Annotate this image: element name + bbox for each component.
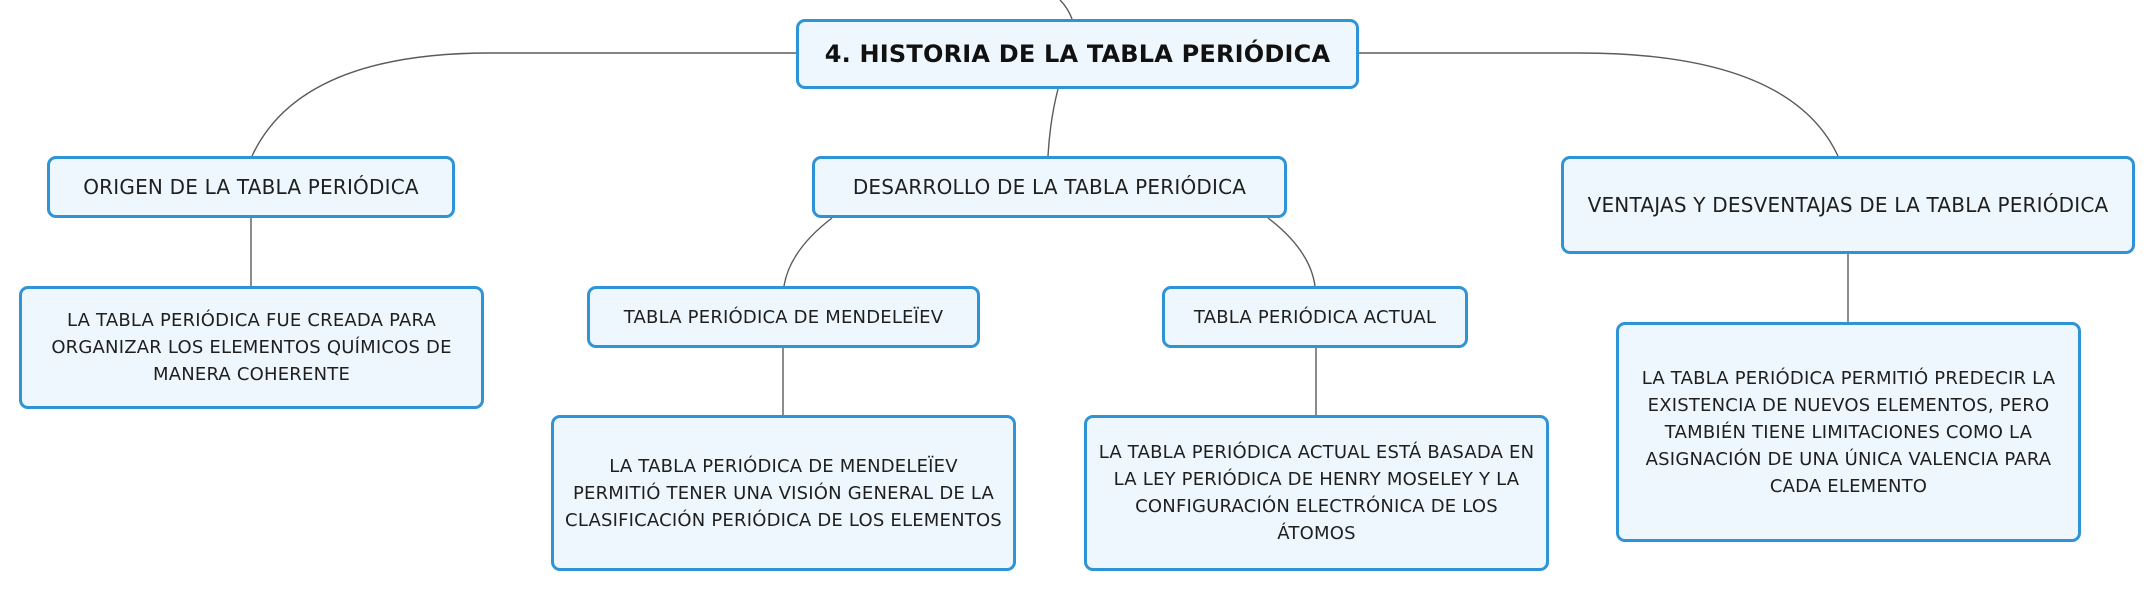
detail-mendeleiev-node[interactable]: LA TABLA PERIÓDICA DE MENDELEÏEV PERMITI…	[551, 415, 1016, 571]
root-topic-node[interactable]: 4. HISTORIA DE LA TABLA PERIÓDICA	[796, 19, 1359, 89]
subtopic-mendeleiev-label: TABLA PERIÓDICA DE MENDELEÏEV	[623, 306, 944, 328]
detail-actual-text: LA TABLA PERIÓDICA ACTUAL ESTÁ BASADA EN…	[1098, 442, 1535, 544]
subtopic-actual-label: TABLA PERIÓDICA ACTUAL	[1193, 306, 1437, 328]
detail-origen-node[interactable]: LA TABLA PERIÓDICA FUE CREADA PARA ORGAN…	[19, 286, 484, 409]
connector-root-desarrollo	[1047, 88, 1059, 157]
topic-origen-label: ORIGEN DE LA TABLA PERIÓDICA	[83, 175, 419, 199]
topic-ventajas-node[interactable]: VENTAJAS Y DESVENTAJAS DE LA TABLA PERIÓ…	[1561, 156, 2135, 254]
topic-ventajas-label: VENTAJAS Y DESVENTAJAS DE LA TABLA PERIÓ…	[1587, 193, 2109, 217]
connector-parent-offscreen	[1059, 0, 1073, 20]
connector-root-origen	[251, 52, 796, 157]
topic-desarrollo-label: DESARROLLO DE LA TABLA PERIÓDICA	[852, 175, 1247, 199]
subtopic-mendeleiev-node[interactable]: TABLA PERIÓDICA DE MENDELEÏEV	[587, 286, 980, 348]
topic-origen-node[interactable]: ORIGEN DE LA TABLA PERIÓDICA	[47, 156, 455, 218]
detail-mendeleiev-text: LA TABLA PERIÓDICA DE MENDELEÏEV PERMITI…	[565, 455, 1002, 531]
connector-root-ventajas	[1359, 52, 1839, 157]
connector-desarrollo-actual	[1267, 217, 1316, 287]
connector-desarrollo-mendeleiev	[783, 217, 833, 287]
detail-actual-node[interactable]: LA TABLA PERIÓDICA ACTUAL ESTÁ BASADA EN…	[1084, 415, 1549, 571]
detail-ventajas-text: LA TABLA PERIÓDICA PERMITIÓ PREDECIR LA …	[1641, 367, 2056, 497]
topic-desarrollo-node[interactable]: DESARROLLO DE LA TABLA PERIÓDICA	[812, 156, 1287, 218]
detail-ventajas-node[interactable]: LA TABLA PERIÓDICA PERMITIÓ PREDECIR LA …	[1616, 322, 2081, 542]
detail-origen-text: LA TABLA PERIÓDICA FUE CREADA PARA ORGAN…	[51, 310, 452, 385]
subtopic-actual-node[interactable]: TABLA PERIÓDICA ACTUAL	[1162, 286, 1468, 348]
root-topic-label: 4. HISTORIA DE LA TABLA PERIÓDICA	[824, 40, 1331, 68]
